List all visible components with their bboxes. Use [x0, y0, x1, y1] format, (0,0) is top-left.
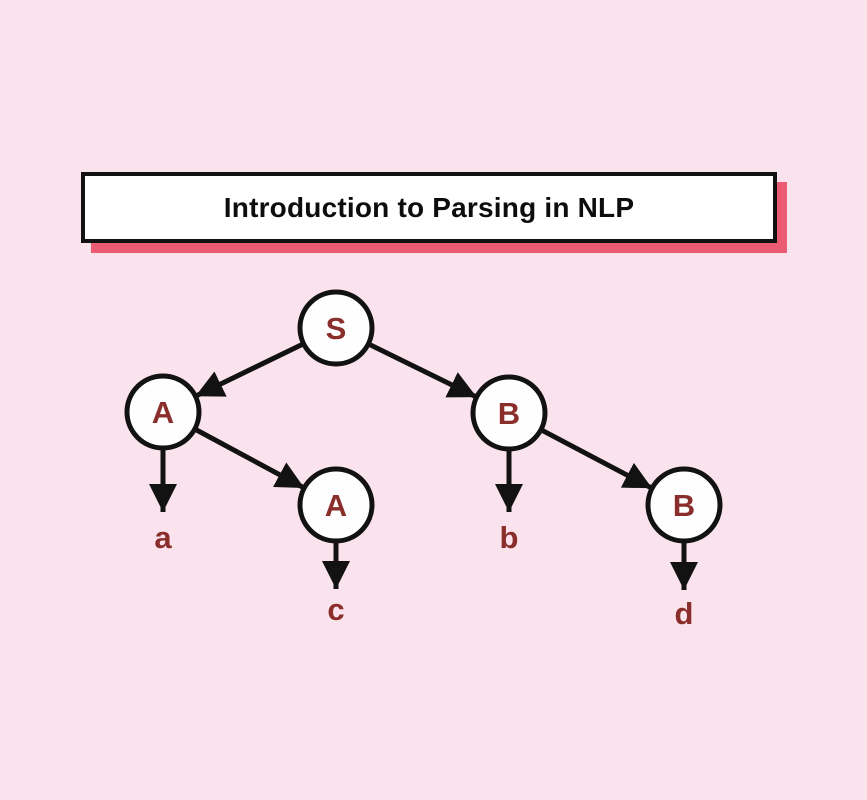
- node-label: A: [325, 488, 347, 523]
- title-box: Introduction to Parsing in NLP: [81, 172, 777, 243]
- tree-node-S: S: [297, 289, 375, 367]
- node-circle: [297, 289, 375, 367]
- tree-node-B2: B: [645, 466, 723, 544]
- terminal-label-b: b: [500, 520, 519, 555]
- terminal-label-a: a: [154, 520, 172, 555]
- terminal-label-d: d: [675, 596, 694, 631]
- edge-A1-A2: [193, 426, 306, 491]
- edge-B1-B2: [539, 427, 654, 491]
- node-label: B: [673, 488, 695, 523]
- node-circle: [645, 466, 723, 544]
- node-label: B: [498, 396, 520, 431]
- edge-S-B1: [367, 341, 478, 400]
- node-circle: [297, 466, 375, 544]
- tree-node-B1: B: [470, 374, 548, 452]
- terminal-label-c: c: [327, 592, 344, 627]
- node-label: S: [326, 311, 347, 346]
- node-circle: [124, 373, 202, 451]
- page-title: Introduction to Parsing in NLP: [223, 191, 635, 223]
- tree-node-A1: A: [124, 373, 202, 451]
- edge-S-A1: [194, 341, 305, 399]
- node-label: A: [152, 395, 174, 430]
- tree-node-A2: A: [297, 466, 375, 544]
- node-circle: [470, 374, 548, 452]
